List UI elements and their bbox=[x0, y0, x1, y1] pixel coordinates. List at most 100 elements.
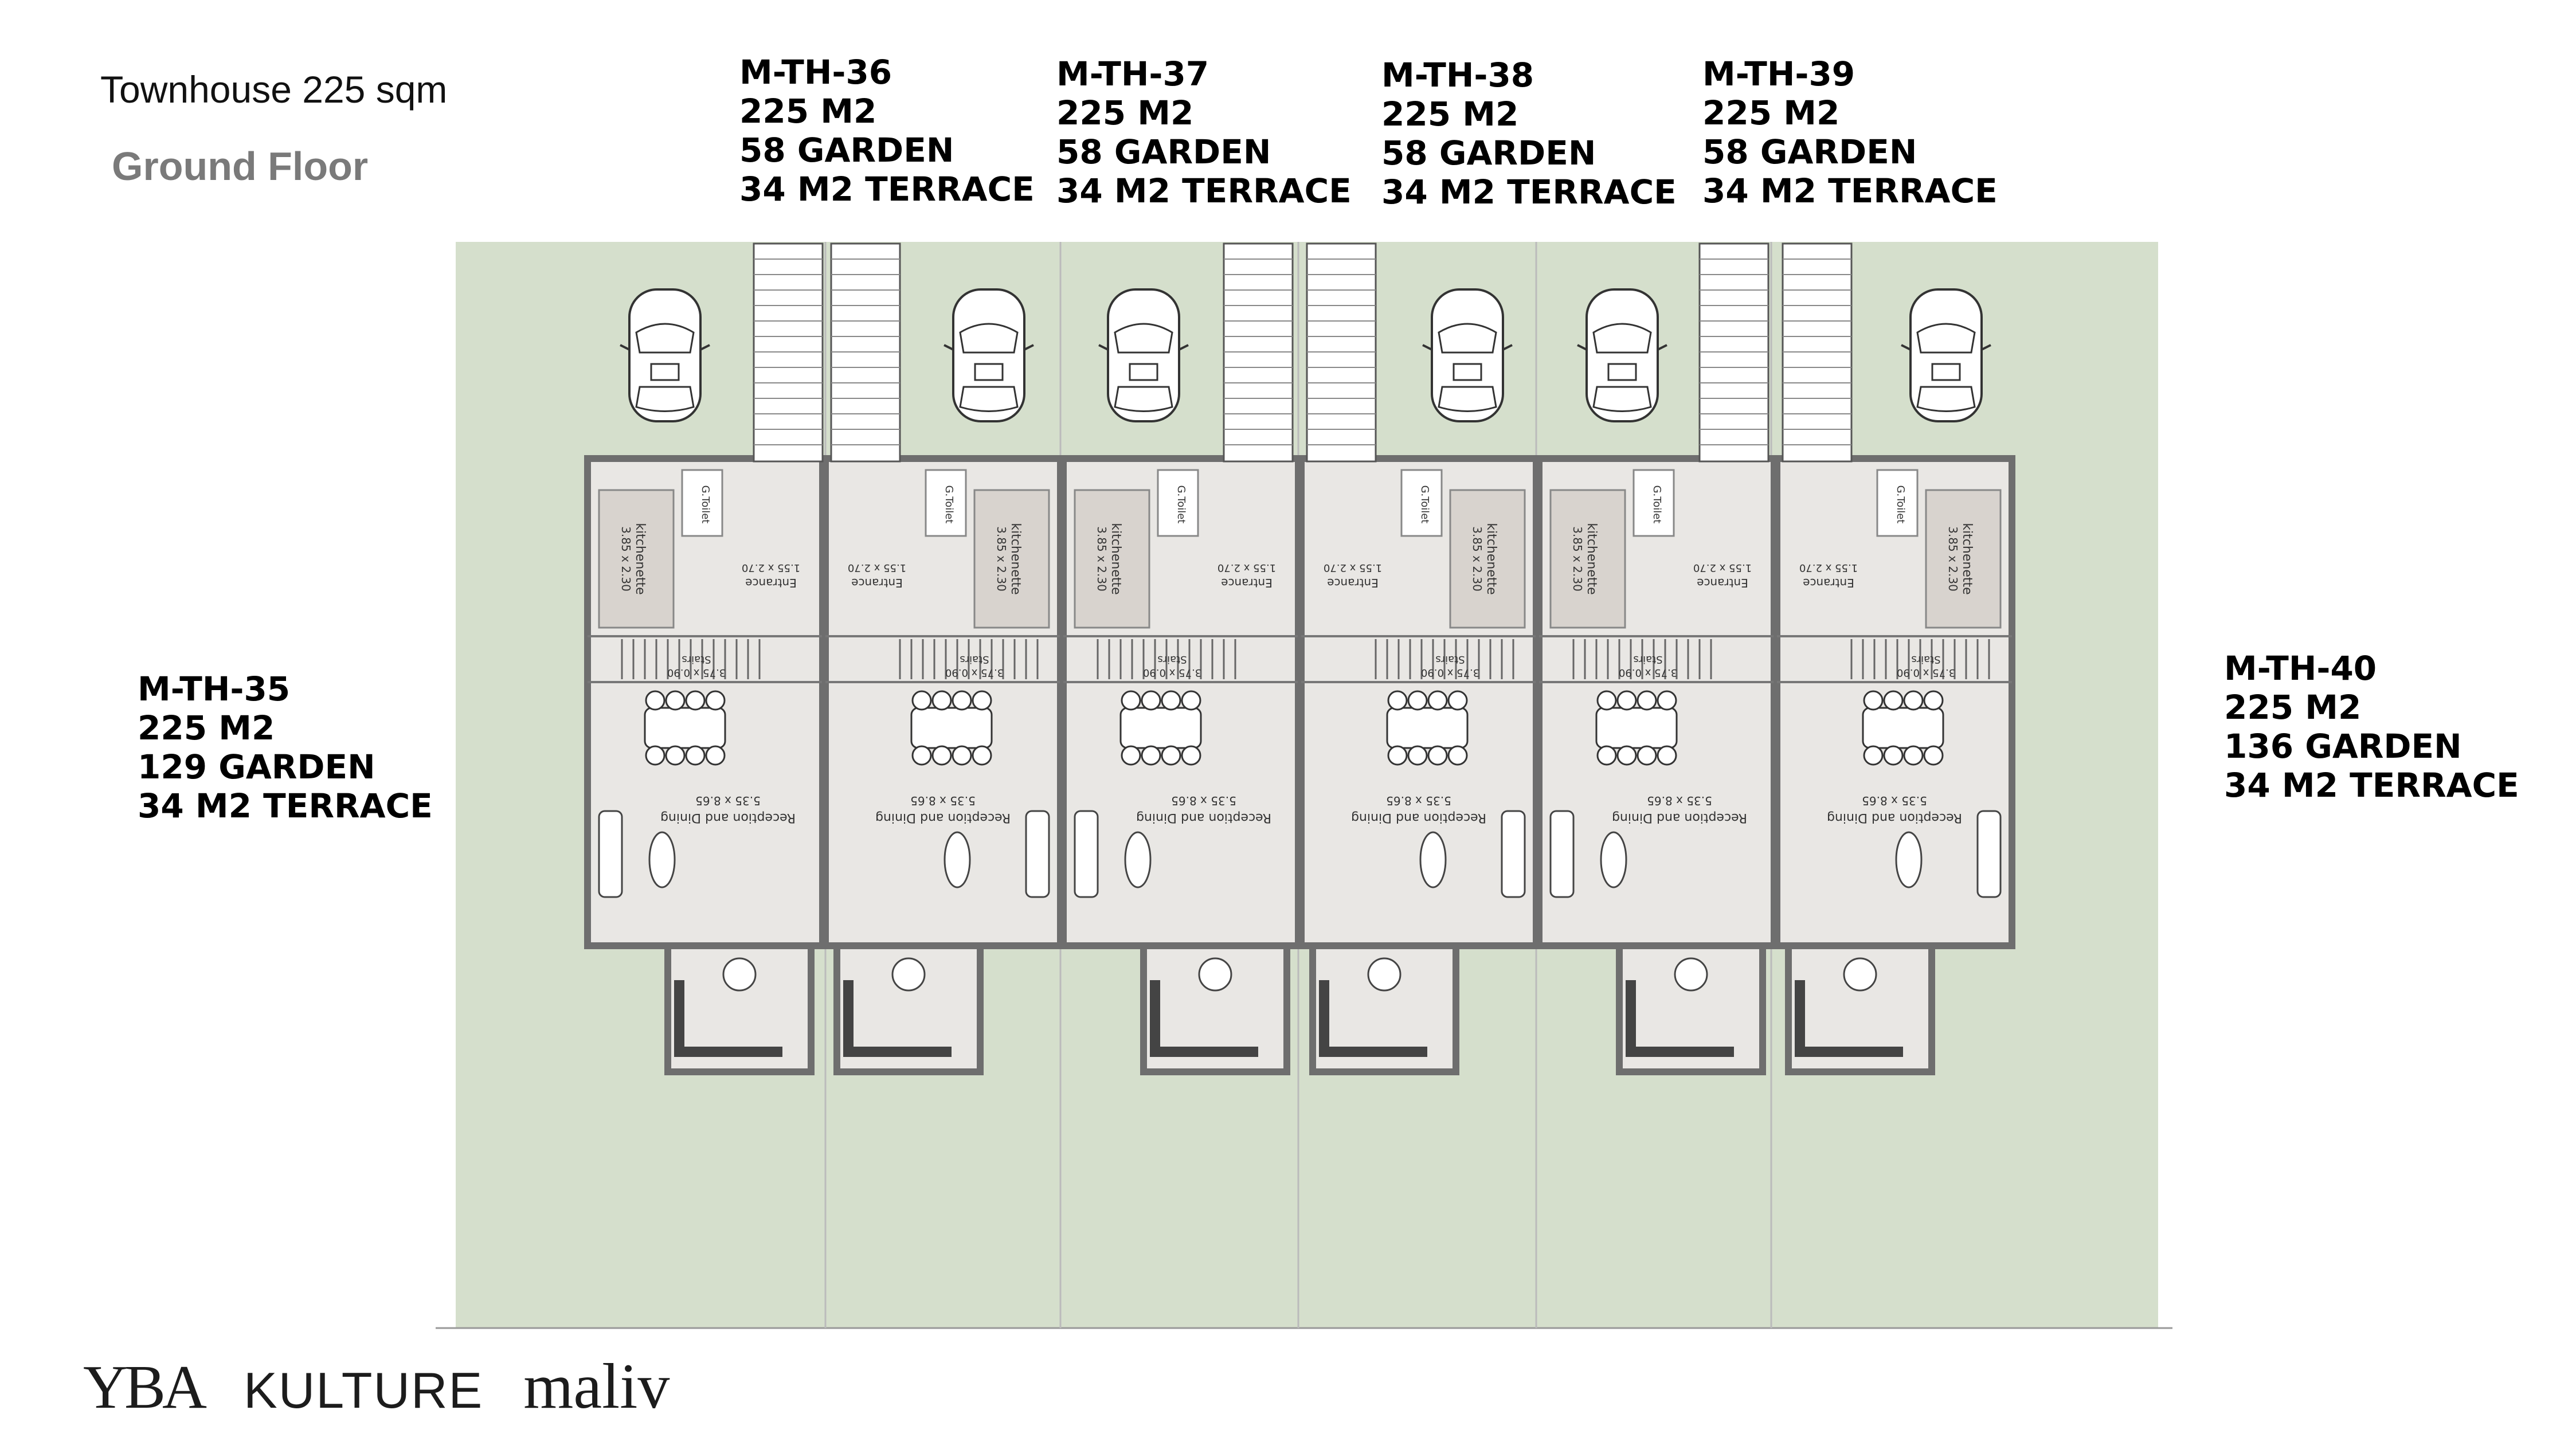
stairs-dim: 3.75 x 0.90 bbox=[1619, 667, 1677, 679]
front-steps bbox=[1782, 242, 1853, 463]
kitchenette-area bbox=[1074, 489, 1150, 629]
entrance-dim: 1.55 x 2.70 bbox=[742, 562, 800, 574]
dining-chair bbox=[1407, 690, 1428, 711]
round-table bbox=[1843, 957, 1877, 992]
dining-chair bbox=[1883, 690, 1904, 711]
dining-chair bbox=[1427, 690, 1448, 711]
corner-sofa bbox=[674, 980, 782, 1057]
dining-chair bbox=[1121, 690, 1141, 711]
dining-table bbox=[644, 707, 726, 749]
dining-chair bbox=[665, 690, 686, 711]
kitchenette-dim: 3.85 x 2.30 bbox=[1946, 526, 1960, 592]
front-steps bbox=[830, 242, 901, 463]
dining-chair bbox=[1161, 745, 1181, 766]
kitchenette-label: kitchenette bbox=[1960, 523, 1974, 594]
dining-chair bbox=[1616, 690, 1637, 711]
dining-chair bbox=[1121, 745, 1141, 766]
kitchenette-label: kitchenette bbox=[1484, 523, 1498, 594]
unit-label-m-th-36: M-TH-36 225 M2 58 GARDEN 34 M2 TERRACE bbox=[739, 53, 1035, 209]
stairs-label: Stairs bbox=[1435, 653, 1465, 665]
dining-table bbox=[1862, 707, 1944, 749]
stairs-dim: 3.75 x 0.90 bbox=[1143, 667, 1201, 679]
reception-label: Reception and Dining bbox=[660, 810, 796, 825]
stairs-dim: 3.75 x 0.90 bbox=[945, 667, 1004, 679]
reception-label: Reception and Dining bbox=[1612, 810, 1747, 825]
dining-chair bbox=[665, 745, 686, 766]
dining-chair bbox=[1863, 745, 1884, 766]
dining-chair bbox=[952, 745, 972, 766]
dining-chair bbox=[705, 690, 726, 711]
unit-id: M-TH-37 bbox=[1056, 54, 1209, 93]
logo-yba: YBA bbox=[83, 1353, 207, 1421]
dining-table bbox=[910, 707, 993, 749]
dining-chair bbox=[1427, 745, 1448, 766]
stairs-label: Stairs bbox=[1157, 653, 1187, 665]
unit-area: 225 M2 bbox=[138, 708, 275, 747]
front-steps bbox=[1223, 242, 1294, 463]
dining-chair bbox=[1923, 745, 1944, 766]
logo-maliv: maliv bbox=[523, 1351, 670, 1422]
unit-terrace: 34 M2 TERRACE bbox=[1702, 171, 1998, 210]
unit-id: M-TH-38 bbox=[1381, 56, 1534, 95]
car-icon bbox=[1098, 288, 1189, 422]
dining-chair bbox=[1883, 745, 1904, 766]
sofa bbox=[1549, 810, 1575, 898]
kitchenette-label: kitchenette bbox=[1109, 523, 1123, 594]
dining-table bbox=[1386, 707, 1469, 749]
dining-chair bbox=[1903, 690, 1924, 711]
coffee-table bbox=[1600, 831, 1627, 888]
dining-chair bbox=[1923, 690, 1944, 711]
corner-sofa bbox=[843, 980, 952, 1057]
dining-chair bbox=[1447, 745, 1468, 766]
car-icon bbox=[1900, 288, 1992, 422]
car-icon bbox=[1422, 288, 1513, 422]
dining-chair bbox=[685, 690, 706, 711]
unit-id: M-TH-36 bbox=[739, 53, 892, 92]
entrance-label: Entrance bbox=[745, 576, 797, 590]
page-title: Townhouse 225 sqm bbox=[100, 68, 448, 111]
toilet-label: G.Toilet bbox=[1651, 485, 1663, 524]
round-table bbox=[1674, 957, 1708, 992]
toilet-area bbox=[1157, 469, 1199, 537]
dining-chair bbox=[931, 690, 952, 711]
dining-chair bbox=[1141, 745, 1161, 766]
unit-label-m-th-39: M-TH-39 225 M2 58 GARDEN 34 M2 TERRACE bbox=[1702, 54, 1998, 210]
reception-dim: 5.35 x 8.65 bbox=[1171, 794, 1236, 808]
dining-chair bbox=[705, 745, 726, 766]
toilet-area bbox=[1632, 469, 1675, 537]
toilet-label: G.Toilet bbox=[1419, 485, 1431, 524]
car-icon bbox=[1576, 288, 1668, 422]
entrance-label: Entrance bbox=[851, 576, 903, 590]
sofa bbox=[1025, 810, 1050, 898]
kitchenette-area bbox=[973, 489, 1050, 629]
round-table bbox=[722, 957, 757, 992]
dining-chair bbox=[931, 745, 952, 766]
stairs-dim: 3.75 x 0.90 bbox=[1421, 667, 1479, 679]
unit-garden: 58 GARDEN bbox=[1381, 134, 1596, 173]
sofa bbox=[1074, 810, 1099, 898]
reception-label: Reception and Dining bbox=[1827, 810, 1962, 825]
entrance-dim: 1.55 x 2.70 bbox=[1799, 562, 1858, 574]
dining-chair bbox=[1637, 690, 1657, 711]
coffee-table bbox=[1419, 831, 1447, 888]
round-table bbox=[1198, 957, 1232, 992]
unit-label-m-th-38: M-TH-38 225 M2 58 GARDEN 34 M2 TERRACE bbox=[1381, 56, 1677, 212]
dining-chair bbox=[911, 745, 932, 766]
dining-chair bbox=[1903, 745, 1924, 766]
unit-id: M-TH-39 bbox=[1702, 54, 1855, 93]
unit-id: M-TH-35 bbox=[138, 669, 291, 708]
dining-chair bbox=[1637, 745, 1657, 766]
dining-chair bbox=[1616, 745, 1637, 766]
reception-dim: 5.35 x 8.65 bbox=[910, 794, 976, 808]
brand-logos: YBA KULTURE maliv bbox=[83, 1350, 670, 1422]
dining-chair bbox=[911, 690, 932, 711]
kitchenette-dim: 3.85 x 2.30 bbox=[619, 526, 633, 592]
dining-chair bbox=[1863, 690, 1884, 711]
entrance-label: Entrance bbox=[1327, 576, 1379, 590]
stairs-label: Stairs bbox=[1633, 653, 1662, 665]
reception-dim: 5.35 x 8.65 bbox=[1647, 794, 1712, 808]
